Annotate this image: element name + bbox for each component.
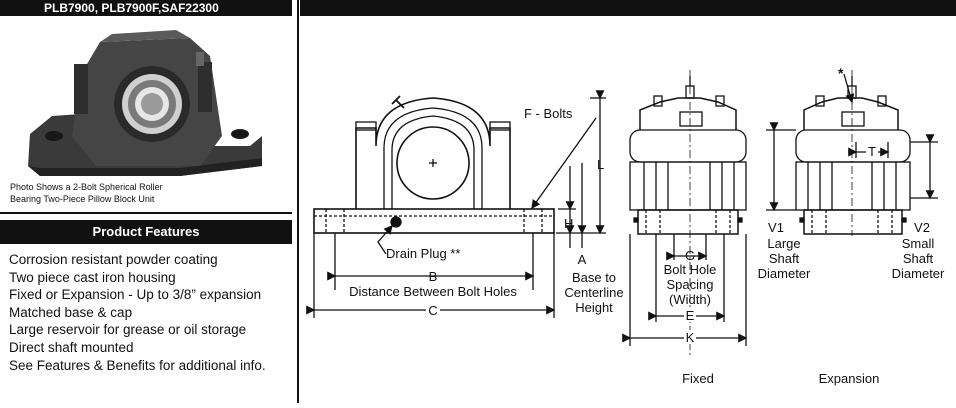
section-divider <box>0 212 292 214</box>
drain-plug-label: Drain Plug ** <box>386 246 460 261</box>
dimension-drawing-svg: L H F - Bolts Drain Plug ** A Base to Ce… <box>306 65 945 386</box>
fixed-view <box>629 70 747 356</box>
expansion-view <box>795 70 911 236</box>
features-list: Corrosion resistant powder coating Two p… <box>9 251 266 374</box>
dim-g-label: G <box>685 248 695 263</box>
dim-l-label: L <box>597 157 604 172</box>
model-header: PLB7900, PLB7900F,SAF22300 <box>0 0 292 16</box>
dim-a-desc-2: Centerline <box>564 285 623 300</box>
dim-v1-desc-1: Large <box>767 236 800 251</box>
feature-item: See Features & Benefits for additional i… <box>9 357 266 373</box>
dim-k-label: K <box>686 330 695 345</box>
dim-g-desc-1: Bolt Hole <box>664 262 717 277</box>
expansion-caption: Expansion <box>819 371 880 386</box>
dim-v2-desc-1: Small <box>902 236 935 251</box>
product-photo <box>0 16 292 210</box>
dim-b-label: B <box>429 269 438 284</box>
dim-a-label: A <box>578 252 587 267</box>
dim-v2-desc-2: Shaft <box>903 251 934 266</box>
dim-c-label: C <box>428 303 437 318</box>
side-view <box>313 95 555 234</box>
fixed-caption: Fixed <box>682 371 714 386</box>
note-star: * <box>838 65 844 81</box>
feature-item: Fixed or Expansion - Up to 3/8” expansio… <box>9 287 262 303</box>
pillow-block-photo <box>28 30 262 176</box>
dim-h-label: H <box>564 216 573 231</box>
dim-t-label: T <box>868 144 876 159</box>
dim-v2-desc-3: Diameter <box>892 266 945 281</box>
drawing-header-bar <box>300 0 956 16</box>
dim-b-desc: Distance Between Bolt Holes <box>349 284 517 299</box>
feature-item: Direct shaft mounted <box>9 339 134 355</box>
dim-g-desc-2: Spacing <box>667 277 714 292</box>
dim-v1-label: V1 <box>768 220 784 235</box>
feature-item: Large reservoir for grease or oil storag… <box>9 322 247 338</box>
photo-caption: Photo Shows a 2-Bolt Spherical Roller Be… <box>10 181 163 205</box>
dim-v2-label: V2 <box>914 220 930 235</box>
dim-v1-desc-2: Shaft <box>769 251 800 266</box>
panel-divider <box>297 0 299 403</box>
dim-e-label: E <box>686 308 695 323</box>
feature-item: Two piece cast iron housing <box>9 269 176 285</box>
feature-item: Matched base & cap <box>9 304 133 320</box>
caption-line-2: Bearing Two-Piece Pillow Block Unit <box>10 194 155 204</box>
f-bolts-label: F - Bolts <box>524 106 573 121</box>
dim-g-desc-3: (Width) <box>669 292 711 307</box>
product-features-title: Product Features <box>0 220 292 244</box>
dim-a-desc-1: Base to <box>572 270 616 285</box>
dimension-drawing: L H F - Bolts Drain Plug ** A Base to Ce… <box>300 16 956 403</box>
dim-v1-desc-3: Diameter <box>758 266 811 281</box>
caption-line-1: Photo Shows a 2-Bolt Spherical Roller <box>10 182 163 192</box>
left-panel: PLB7900, PLB7900F,SAF22300 Photo Shows a… <box>0 0 292 403</box>
feature-item: Corrosion resistant powder coating <box>9 252 218 267</box>
dim-a-desc-3: Height <box>575 300 613 315</box>
